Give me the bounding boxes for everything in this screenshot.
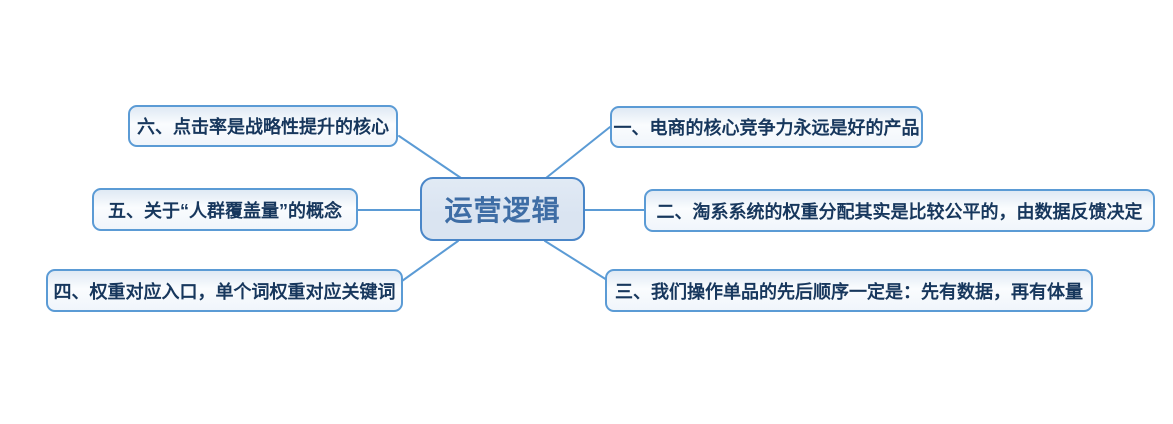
branch-node-three[interactable]: 三、我们操作单品的先后顺序一定是：先有数据，再有体量	[605, 269, 1093, 312]
branch-node-five-label: 五、关于“人群覆盖量”的概念	[108, 200, 342, 221]
central-node-label: 运营逻辑	[444, 195, 561, 226]
branch-node-three-label: 三、我们操作单品的先后顺序一定是：先有数据，再有体量	[615, 281, 1083, 302]
branch-node-two-label: 二、淘系系统的权重分配其实是比较公平的，由数据反馈决定	[656, 201, 1143, 222]
central-node[interactable]: 运营逻辑	[420, 177, 585, 241]
branch-node-one-label: 一、电商的核心竞争力永远是好的产品	[613, 118, 920, 138]
branch-node-four-label: 四、权重对应入口，单个词权重对应关键词	[53, 281, 396, 302]
branch-node-four[interactable]: 四、权重对应入口，单个词权重对应关键词	[46, 269, 403, 312]
branch-node-five[interactable]: 五、关于“人群覆盖量”的概念	[92, 188, 358, 231]
connector-branch-four	[401, 240, 459, 282]
connector-branch-six	[398, 135, 462, 179]
connector-branch-one	[545, 126, 611, 179]
branch-node-one[interactable]: 一、电商的核心竞争力永远是好的产品	[610, 106, 923, 148]
connector-branch-three	[544, 240, 608, 281]
branch-node-two[interactable]: 二、淘系系统的权重分配其实是比较公平的，由数据反馈决定	[644, 189, 1155, 232]
branch-node-six-label: 六、点击率是战略性提升的核心	[137, 117, 389, 137]
branch-node-six[interactable]: 六、点击率是战略性提升的核心	[128, 105, 398, 147]
